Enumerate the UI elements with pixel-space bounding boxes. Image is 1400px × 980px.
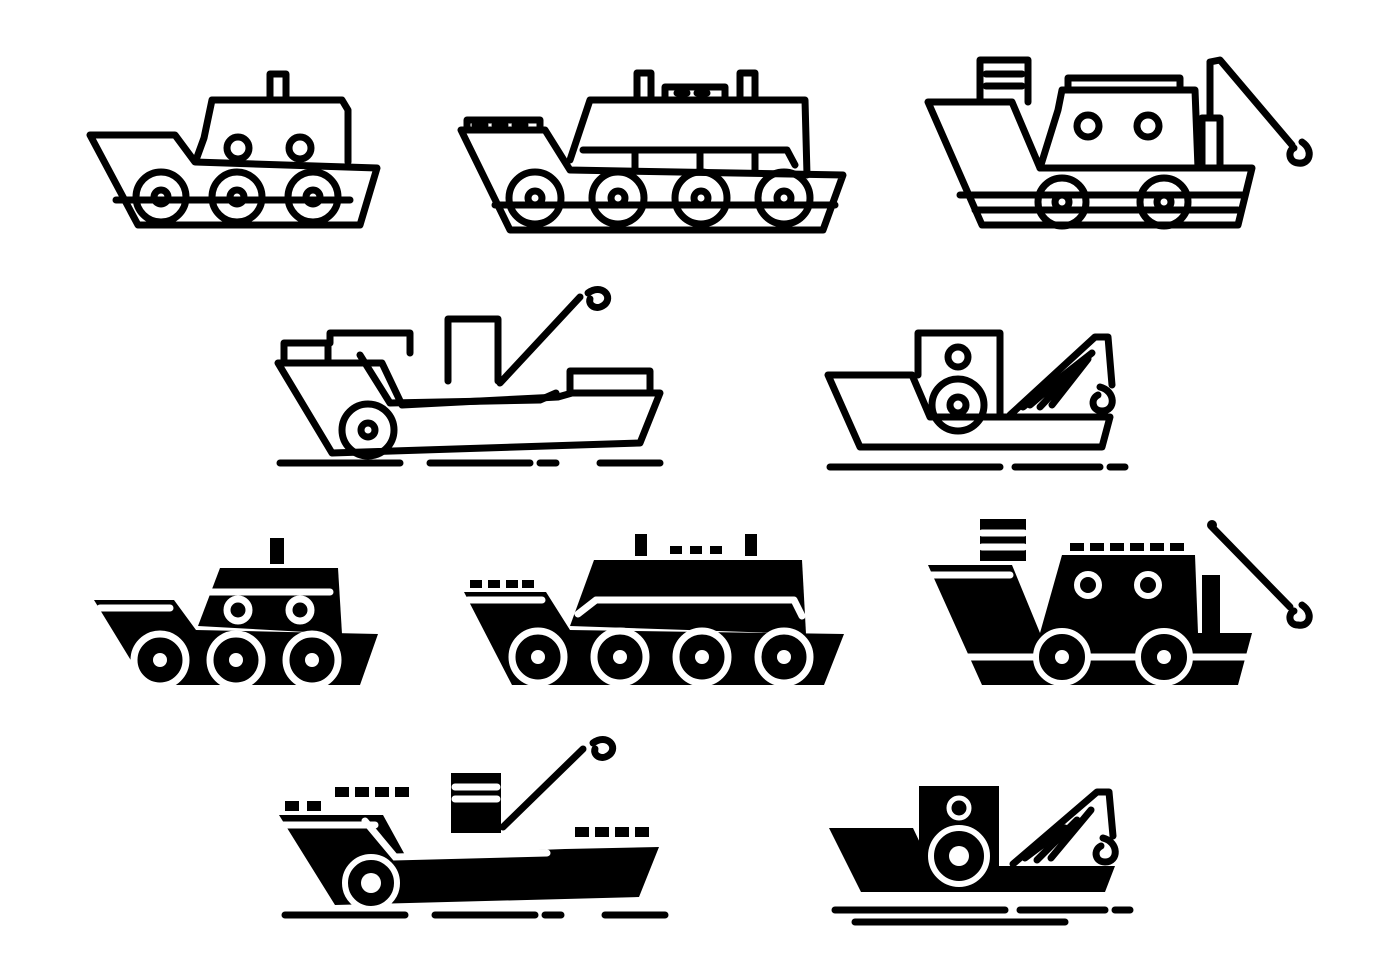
tugboat-solid-icon [90, 530, 390, 690]
ferry-solid-icon [460, 530, 855, 690]
crane-ship-outline-icon [920, 50, 1320, 235]
tugboat-outline-icon [80, 60, 390, 240]
ferry-outline-icon [455, 65, 855, 240]
crane-ship-solid-icon [920, 515, 1320, 690]
tanker-crane-outline-icon [270, 275, 670, 480]
barge-crane-outline-icon [820, 325, 1140, 480]
barge-crane-solid-icon [825, 780, 1145, 935]
tanker-crane-solid-icon [275, 725, 675, 930]
